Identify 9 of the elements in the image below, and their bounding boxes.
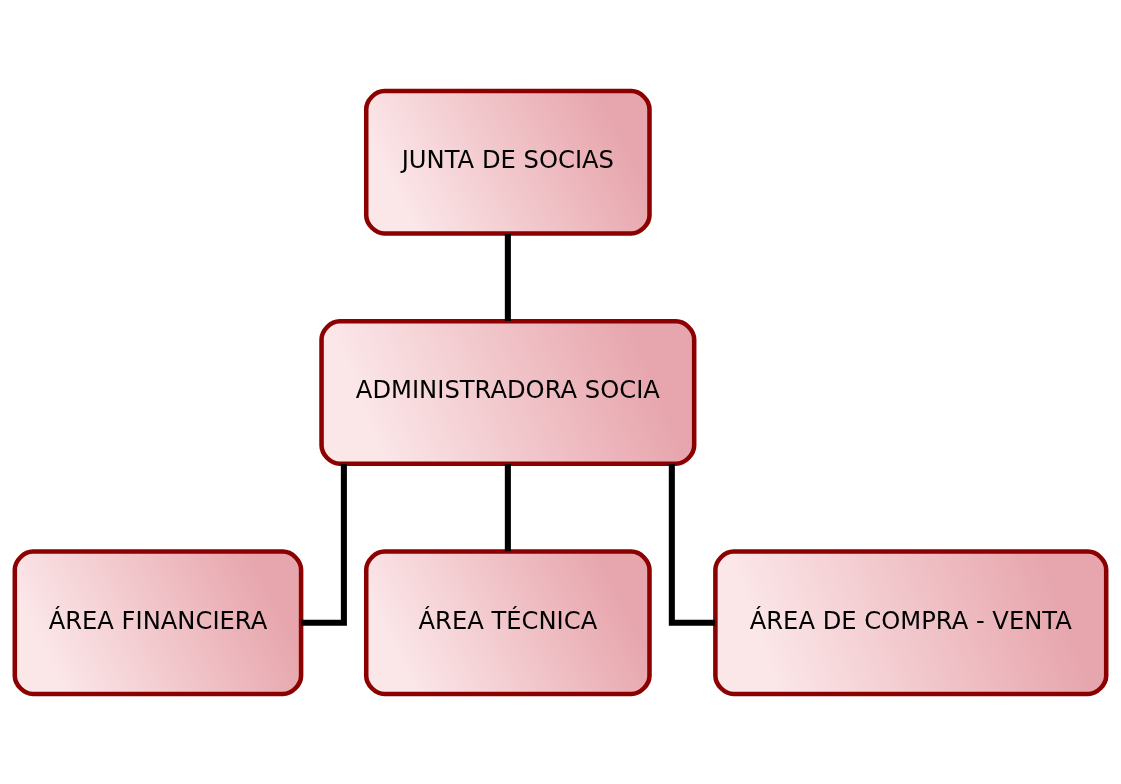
connector [668, 463, 716, 626]
connector [504, 463, 511, 551]
node-box: ADMINISTRADORA SOCIA [319, 318, 697, 466]
node-box: ÁREA TÉCNICA [363, 548, 652, 696]
node-box: ÁREA FINANCIERA [12, 548, 304, 696]
node-box: JUNTA DE SOCIAS [363, 88, 652, 236]
connector [504, 233, 511, 321]
node-box: ÁREA DE COMPRA - VENTA [713, 548, 1109, 696]
connector [301, 463, 347, 626]
